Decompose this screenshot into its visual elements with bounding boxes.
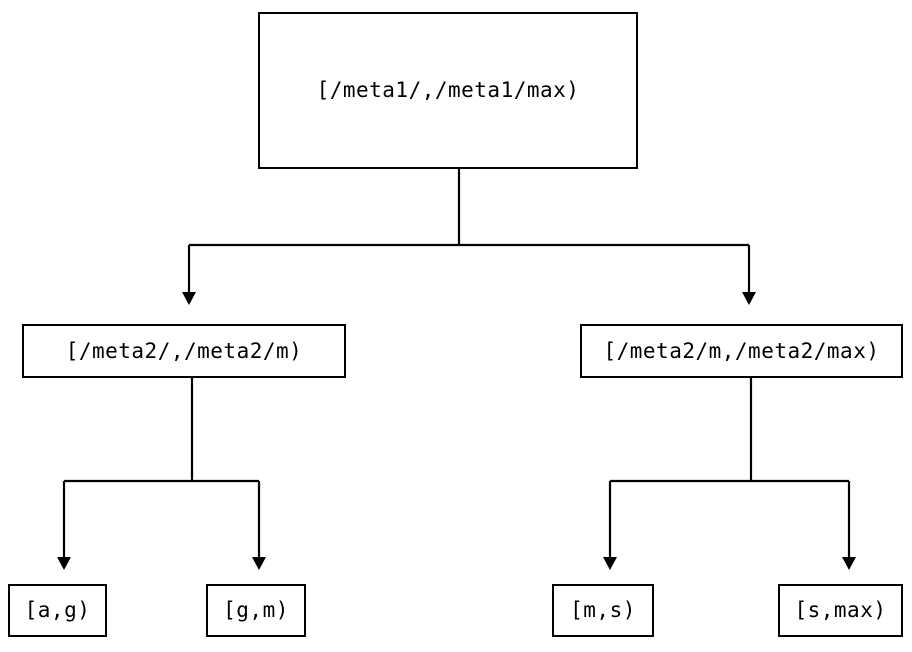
- node-leaf-ag[interactable]: [a,g): [8, 584, 107, 637]
- node-mid-left-label: [/meta2/,/meta2/m): [65, 338, 303, 363]
- node-leaf-ms-label: [m,s): [570, 598, 636, 622]
- node-mid-right[interactable]: [/meta2/m,/meta2/max): [580, 324, 903, 378]
- node-leaf-ms[interactable]: [m,s): [552, 584, 654, 637]
- arrowhead-root-to-mid-right: [742, 292, 756, 305]
- node-leaf-smax[interactable]: [s,max): [778, 584, 903, 637]
- node-leaf-gm-label: [g,m): [223, 598, 289, 622]
- node-leaf-gm[interactable]: [g,m): [206, 584, 306, 637]
- node-root-label: [/meta1/,/meta1/max): [316, 78, 580, 102]
- arrowhead-mid-left-to-leaf-gm: [252, 557, 266, 570]
- node-leaf-ag-label: [a,g): [24, 598, 91, 622]
- arrowhead-mid-left-to-leaf-ag: [57, 557, 71, 570]
- arrowhead-root-to-mid-left: [182, 292, 196, 305]
- arrowhead-mid-right-to-leaf-smax: [842, 557, 856, 570]
- node-leaf-smax-label: [s,max): [794, 598, 887, 622]
- node-mid-left[interactable]: [/meta2/,/meta2/m): [22, 324, 346, 378]
- node-mid-right-label: [/meta2/m,/meta2/max): [603, 338, 880, 363]
- node-root[interactable]: [/meta1/,/meta1/max): [258, 12, 638, 169]
- arrowhead-mid-right-to-leaf-ms: [603, 557, 617, 570]
